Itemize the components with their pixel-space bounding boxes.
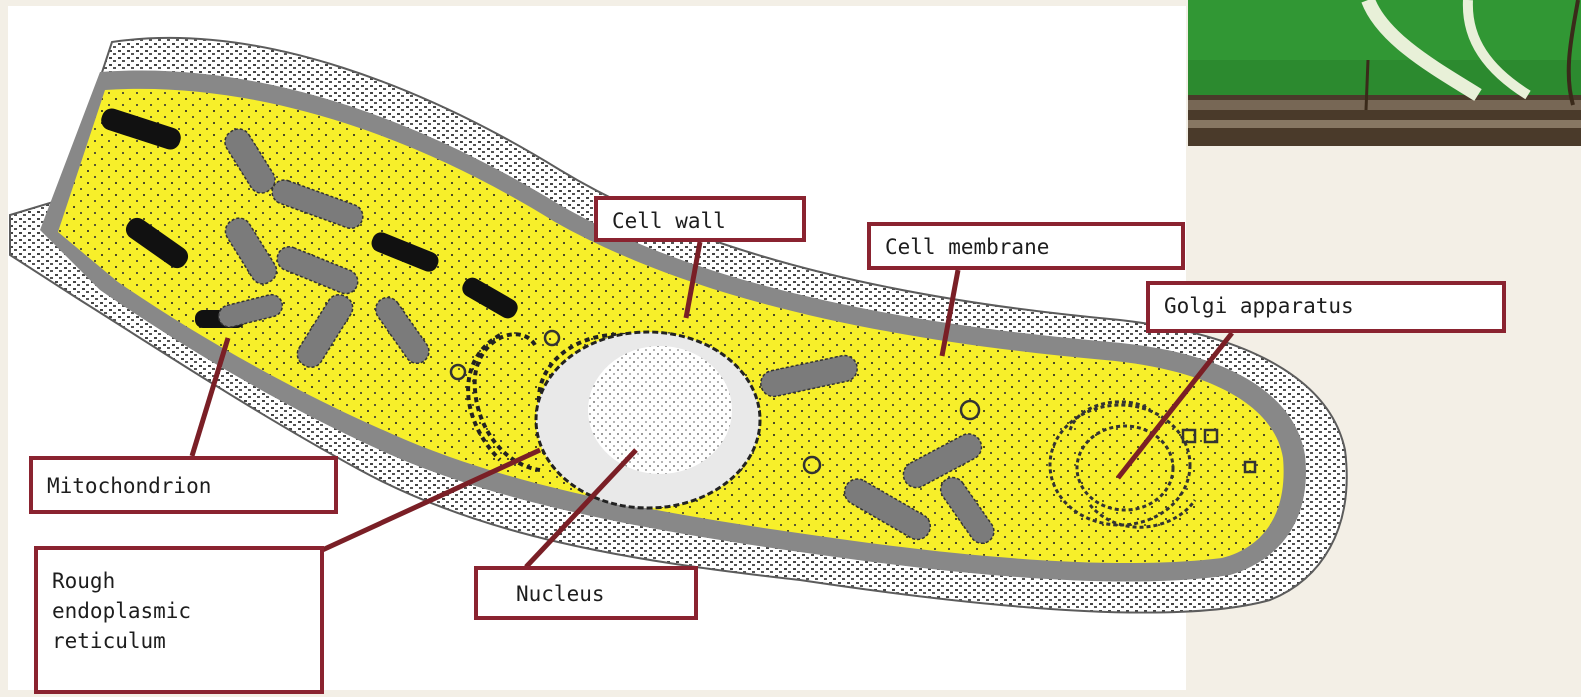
nucleus-shape bbox=[536, 332, 760, 508]
label-cell-membrane: Cell membrane bbox=[867, 222, 1185, 270]
label-nucleus: Nucleus bbox=[474, 566, 698, 620]
label-cell-wall: Cell wall bbox=[594, 196, 806, 242]
root-hair-photo bbox=[1188, 0, 1581, 146]
label-mitochondrion: Mitochondrion bbox=[29, 456, 338, 514]
label-rough-er: Rough endoplasmic reticulum bbox=[34, 546, 324, 694]
label-golgi-apparatus: Golgi apparatus bbox=[1146, 281, 1506, 333]
